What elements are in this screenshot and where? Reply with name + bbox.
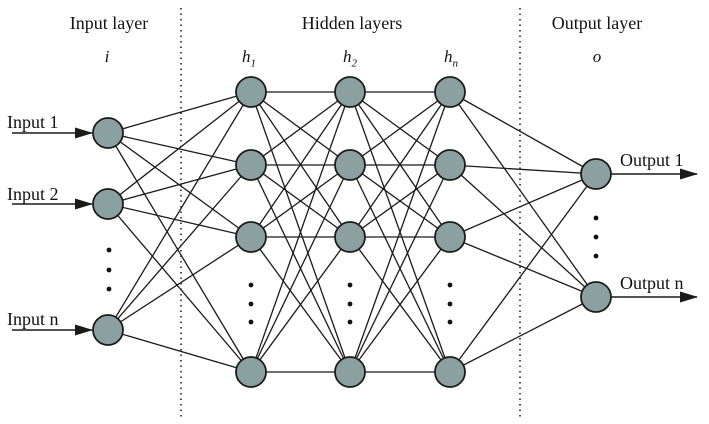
connection-edge	[250, 91, 351, 373]
connection-edge	[107, 91, 252, 331]
neuron-node	[235, 149, 267, 181]
ellipsis-dot	[248, 301, 254, 307]
neuron-node	[434, 149, 466, 181]
connection-edge	[449, 91, 597, 298]
neuron-node	[580, 158, 612, 190]
neuron-node	[92, 117, 124, 149]
neuron-node	[580, 281, 612, 313]
ellipsis-dot	[447, 301, 453, 307]
connection-edge	[349, 236, 451, 373]
connection-edge	[107, 91, 252, 134]
connection-edge	[250, 236, 351, 373]
ellipsis-dot	[248, 319, 254, 325]
connection-edge	[449, 173, 597, 238]
connection-edge	[449, 91, 597, 175]
connection-edge	[250, 164, 351, 238]
neuron-node	[334, 356, 366, 388]
ellipsis-dot	[447, 282, 453, 288]
connection-edge	[349, 91, 451, 373]
connection-edge	[250, 91, 351, 166]
neuron-node	[235, 356, 267, 388]
ellipsis-dot	[248, 282, 254, 288]
ellipsis-dot	[593, 253, 599, 259]
connection-edge	[250, 164, 351, 373]
connection-edge	[449, 173, 597, 373]
connection-edge	[107, 164, 252, 331]
neuron-node	[92, 314, 124, 346]
neuron-node	[334, 221, 366, 253]
neuron-node	[434, 76, 466, 108]
connection-edge	[107, 236, 252, 331]
ellipsis-dot	[347, 319, 353, 325]
ellipsis-dot	[593, 234, 599, 240]
neuron-node	[92, 188, 124, 220]
connection-edge	[349, 164, 451, 238]
ellipsis-dot	[447, 319, 453, 325]
neuron-node	[235, 76, 267, 108]
neuron-node	[235, 221, 267, 253]
connection-edge	[107, 91, 252, 205]
connection-edge	[107, 164, 252, 205]
ellipsis-dot	[593, 215, 599, 221]
ellipsis-dot	[106, 267, 112, 273]
neuron-node	[334, 76, 366, 108]
ellipsis-dot	[347, 301, 353, 307]
connection-edge	[250, 91, 351, 238]
ellipsis-dot	[347, 282, 353, 288]
connection-edge	[107, 203, 252, 238]
connection-edge	[349, 164, 451, 373]
neuron-node	[434, 356, 466, 388]
edges-layer	[107, 91, 597, 373]
ellipsis-dot	[106, 286, 112, 292]
connection-edge	[107, 203, 252, 373]
connection-edge	[107, 132, 252, 166]
connection-edge	[349, 91, 451, 166]
connection-edge	[449, 164, 597, 298]
neuron-node	[434, 221, 466, 253]
connection-edge	[107, 329, 252, 373]
connection-edge	[107, 132, 252, 373]
connection-edge	[449, 236, 597, 298]
ellipsis-dot	[106, 247, 112, 253]
connection-edge	[349, 91, 451, 238]
connection-edge	[449, 296, 597, 373]
connection-edge	[449, 164, 597, 175]
neuron-node	[334, 149, 366, 181]
